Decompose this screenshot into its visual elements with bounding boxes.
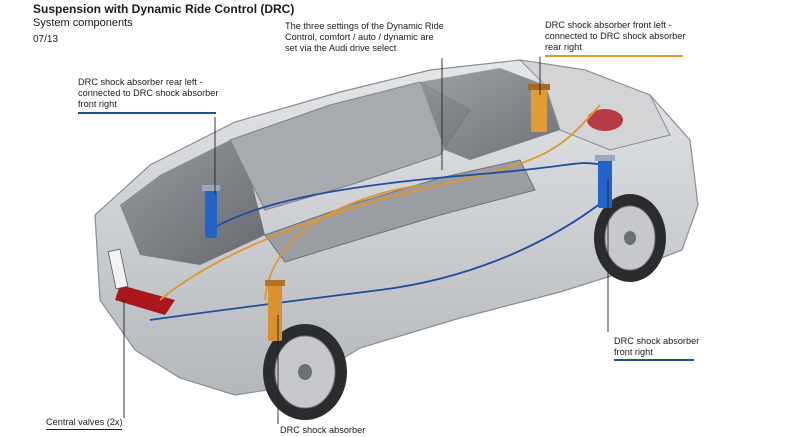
engine-red (587, 109, 623, 131)
shock-front-right (595, 155, 615, 208)
callout-rear-left: DRC shock absorber rear left - connected… (78, 77, 218, 114)
wheel-rear-left (263, 324, 347, 420)
callout-central-valves: Central valves (2x) (46, 417, 123, 431)
callout-settings: The three settings of the Dynamic Ride C… (285, 21, 444, 54)
rear-window (120, 140, 265, 265)
page-date: 07/13 (33, 34, 59, 45)
engine-bay (518, 59, 671, 151)
windshield (420, 68, 560, 160)
license-plate (107, 248, 129, 290)
blue-line (149, 162, 606, 321)
orange-line (159, 104, 601, 301)
callout-front-left: DRC shock absorber front left - connecte… (545, 20, 685, 57)
shock-rear-right (265, 280, 285, 341)
side-window (264, 159, 536, 263)
callout-rear-shock: DRC shock absorber (280, 425, 366, 435)
page-subtitle: System components (33, 17, 133, 29)
page-title: Suspension with Dynamic Ride Control (DR… (33, 2, 295, 16)
shock-front-left (528, 84, 550, 132)
wheel-front-left (594, 194, 666, 282)
callout-front-right: DRC shock absorber front right (614, 336, 699, 362)
shock-rear-left (202, 185, 220, 238)
rear-light (115, 285, 175, 315)
leader-lines (123, 57, 609, 424)
